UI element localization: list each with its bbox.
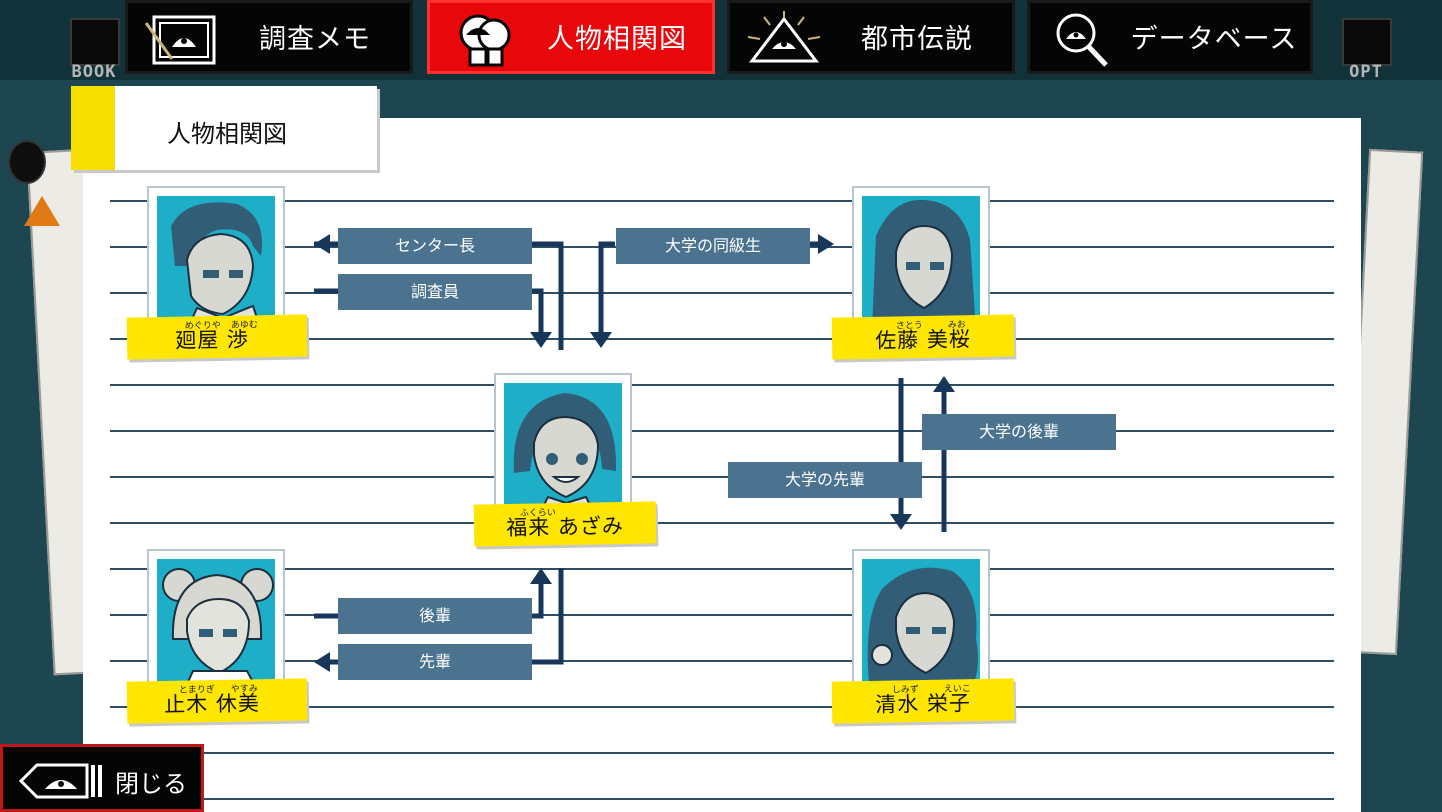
pyramid-eye-icon: [744, 11, 824, 67]
close-label: 閉じる: [115, 770, 187, 798]
close-button[interactable]: 閉じる: [0, 744, 204, 812]
ruled-line: [110, 200, 1334, 202]
ruled-line: [110, 522, 1334, 524]
tab-relationship-chart[interactable]: 人物相関図: [427, 0, 715, 74]
tab-label: 都市伝説: [861, 24, 973, 55]
people-icon: [444, 11, 524, 67]
relation-senior: 先輩: [338, 644, 532, 680]
character-name: 佐藤 美桜: [875, 327, 972, 353]
ruled-line: [110, 292, 1334, 294]
tab-label: 人物相関図: [547, 24, 687, 55]
portrait-sato[interactable]: [852, 186, 990, 336]
notebook-icon: [142, 11, 222, 67]
book-menu-button[interactable]: BOOK: [64, 14, 124, 82]
nameplate-meguriya: めぐりやあゆむ 廻屋 渉: [126, 314, 308, 360]
title-accent: [71, 86, 115, 170]
ruled-line: [110, 430, 1334, 432]
portrait-tomaruki[interactable]: [147, 549, 285, 699]
tab-urban-legends[interactable]: 都市伝説: [727, 0, 1015, 74]
ruled-line: [110, 660, 1334, 662]
character-name: 廻屋 渉: [175, 327, 250, 353]
relation-university-classmate: 大学の同級生: [616, 228, 810, 264]
portrait-image: [862, 196, 980, 326]
relation-university-senior: 大学の先輩: [728, 462, 922, 498]
lightbulb-icon: [8, 140, 46, 184]
magnifier-icon: [1044, 11, 1124, 67]
portrait-image: [157, 196, 275, 326]
options-label: OPT: [1349, 62, 1383, 82]
page-title-tab: 人物相関図: [71, 86, 377, 170]
portrait-fukurai[interactable]: [494, 373, 632, 523]
book-icon: [70, 18, 120, 66]
page-title: 人物相関図: [167, 120, 287, 148]
portrait-shimizu[interactable]: [852, 549, 990, 699]
portrait-image: [157, 559, 275, 689]
ruled-line: [110, 798, 1334, 800]
relation-center-head: センター長: [338, 228, 532, 264]
character-name: 福来 あざみ: [506, 513, 625, 541]
nameplate-tomaruki: とまりぎやすみ 止木 休美: [126, 678, 308, 724]
ruled-line: [110, 706, 1334, 708]
options-icon: [1342, 18, 1392, 66]
nameplate-shimizu: しみずえいこ 清水 栄子: [831, 678, 1015, 724]
character-name: 清水 栄子: [875, 691, 972, 717]
book-label: BOOK: [71, 62, 117, 82]
relation-investigator: 調査員: [338, 274, 532, 310]
tab-label: 調査メモ: [259, 24, 371, 55]
character-name: 止木 休美: [164, 691, 261, 717]
nameplate-sato: さとうみお 佐藤 美桜: [831, 314, 1015, 360]
ruled-line: [110, 476, 1334, 478]
tab-investigation-memo[interactable]: 調査メモ: [125, 0, 413, 74]
portrait-image: [504, 383, 622, 513]
ruled-line: [110, 614, 1334, 616]
ruled-line: [110, 752, 1334, 754]
top-nav: BOOK OPT 調査メモ 人物相関図 都市伝説 データベース: [0, 0, 1442, 90]
ruled-line: [110, 384, 1334, 386]
portrait-image: [862, 559, 980, 689]
tab-database[interactable]: データベース: [1027, 0, 1313, 74]
back-eye-icon: [19, 763, 102, 799]
tab-label: データベース: [1130, 24, 1298, 55]
ruled-line: [110, 338, 1334, 340]
warning-icon: [24, 196, 60, 226]
relation-junior: 後輩: [338, 598, 532, 634]
ruled-line: [110, 568, 1334, 570]
nameplate-fukurai: ふくらい 福来 あざみ: [473, 501, 657, 547]
relation-university-junior: 大学の後輩: [922, 414, 1116, 450]
options-button[interactable]: OPT: [1336, 14, 1396, 82]
portrait-meguriya[interactable]: [147, 186, 285, 336]
